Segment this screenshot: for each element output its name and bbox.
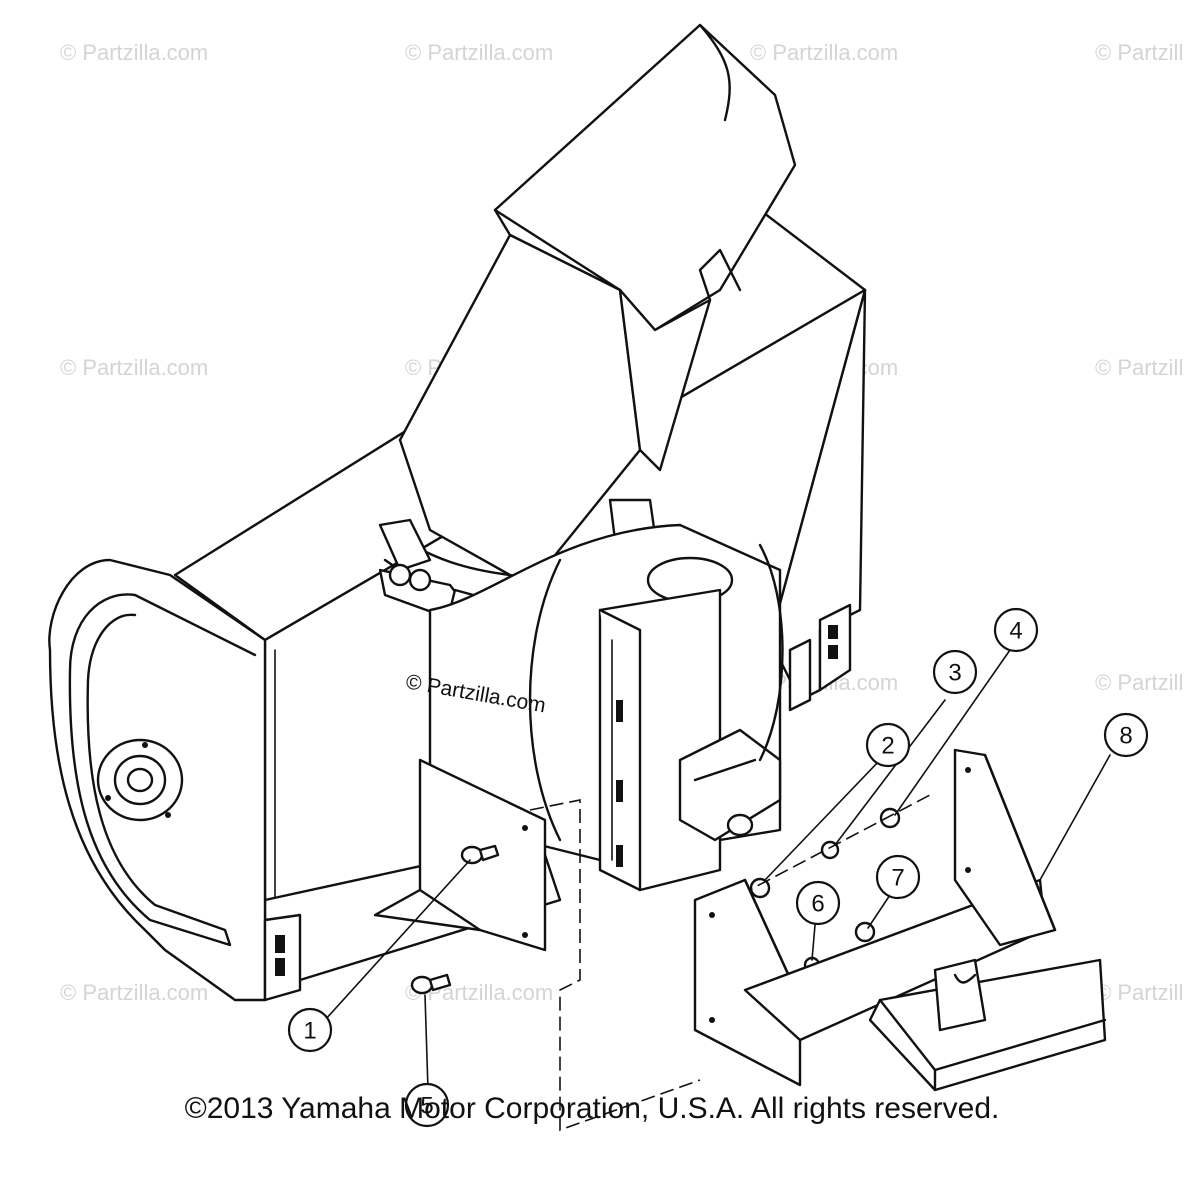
callout-number: 6 [811,891,824,918]
callout-number: 3 [948,660,961,687]
watermark: © Partzilla.com [1095,980,1184,1005]
callout-6: 6 [795,880,841,926]
leader-lines [324,649,1111,1091]
watermark: © Partzilla.com [1095,355,1184,380]
drive-housing [428,523,784,892]
copyright-notice: ©2013 Yamaha Motor Corporation, U.S.A. A… [184,1092,1000,1125]
callout-8: 8 [1103,712,1149,758]
callout-3: 3 [932,649,978,695]
watermark: © Partzilla.com [1095,40,1184,65]
callout-7: 7 [875,854,921,900]
watermark: © Partzilla.com [1095,670,1184,695]
dashed-plate-outline [529,799,701,1132]
left-mount-plate [373,758,547,952]
watermark: © Partzilla.com [60,355,208,380]
callout-number: 5 [420,1093,433,1120]
callout-number: 8 [1119,723,1132,750]
callout-number: 4 [1009,618,1022,645]
watermark: © Partzilla.com [750,40,898,65]
watermark: © Partzilla.com [405,40,553,65]
callout-number: 1 [303,1018,316,1045]
callout-1: 1 [287,1007,333,1053]
callout-4: 4 [993,607,1039,653]
callout-5: 5 [404,1082,450,1128]
callout-number: 7 [891,865,904,892]
watermark: © Partzilla.com [60,980,208,1005]
callout-2: 2 [865,722,911,768]
discharge-chute [378,23,797,627]
watermark: © Partzilla.com [60,40,208,65]
hitch-bracket [693,748,1107,1092]
callout-number: 2 [881,733,894,760]
